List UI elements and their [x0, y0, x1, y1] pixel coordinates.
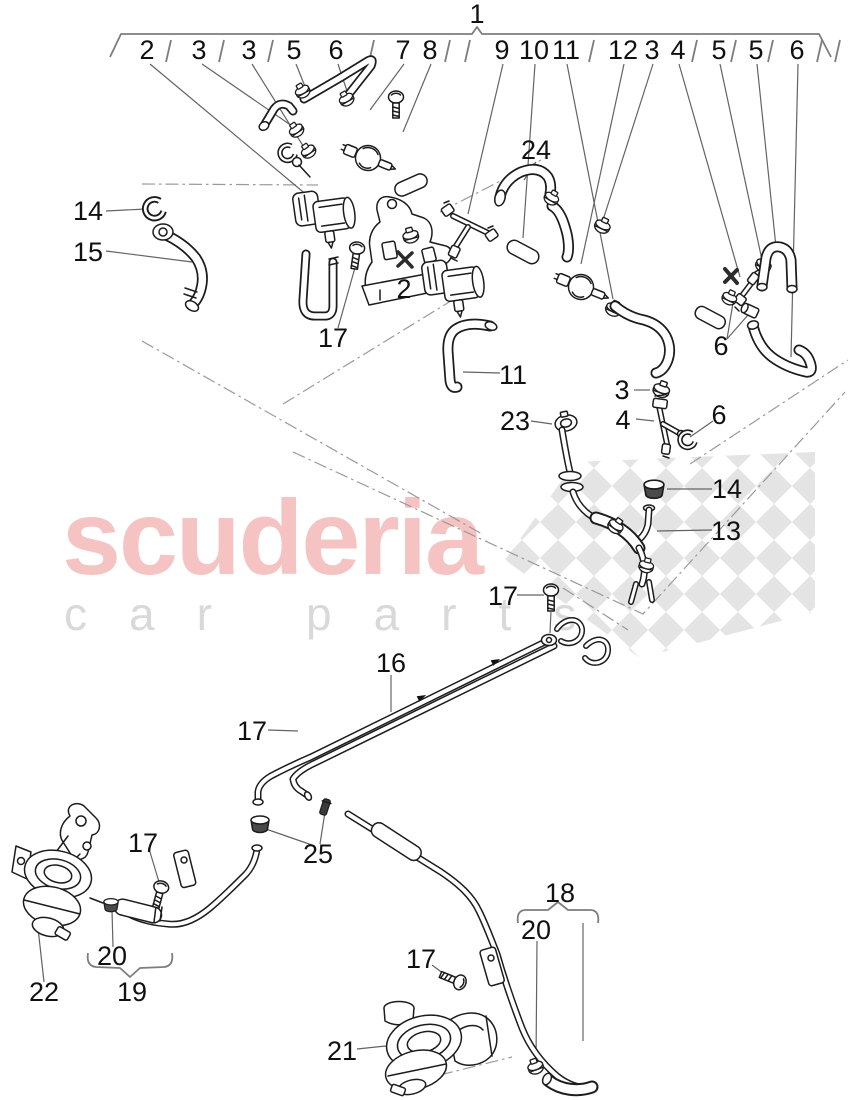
- top-number: 9: [494, 35, 509, 65]
- turbo-actuator-22: [11, 802, 104, 941]
- retaining-clip-14: [143, 198, 165, 221]
- callout-15: 15: [73, 237, 103, 267]
- callout-22: 22: [29, 977, 59, 1007]
- callout-4-right: 4: [615, 405, 630, 435]
- clamp-3: [650, 378, 673, 401]
- hose-sleeve: [394, 173, 428, 197]
- assembly-label-1: 1: [469, 0, 484, 29]
- hose-right-center: [609, 300, 676, 379]
- top-number: 3: [191, 35, 206, 65]
- callout-17-mid: 17: [488, 581, 518, 611]
- callout-17-bl: 17: [128, 828, 158, 858]
- hose-upper-right: [756, 241, 798, 294]
- hose-15: [152, 223, 208, 312]
- retaining-ring-23: [554, 410, 578, 432]
- t-connector-4: [652, 394, 686, 459]
- hose-lower-right: [746, 320, 817, 378]
- check-valve: [336, 135, 401, 182]
- clip-20: [103, 897, 119, 913]
- callout-16: 16: [376, 648, 406, 678]
- top-number: 5: [748, 35, 763, 65]
- callout-21: 21: [327, 1036, 357, 1066]
- watermark-brand: scuderia: [62, 479, 485, 597]
- callout-17-top: 17: [318, 323, 348, 353]
- callout-24: 24: [521, 135, 551, 165]
- top-number: 2: [139, 35, 154, 65]
- vacuum-pipe-19: [113, 844, 263, 928]
- callout-2: 2: [396, 274, 411, 304]
- callout-25: 25: [303, 839, 333, 869]
- top-number: 12: [608, 35, 638, 65]
- vacuum-pipe-16: [252, 617, 611, 806]
- top-number: 5: [286, 35, 301, 65]
- watermark-word-parts: parts: [306, 588, 618, 640]
- check-valve-12: [549, 264, 614, 311]
- solenoid-valve-a: [291, 184, 360, 254]
- callout-18: 18: [545, 878, 575, 908]
- top-number: 6: [789, 35, 804, 65]
- bolt-8: [387, 90, 405, 119]
- watermark-word-car: car: [64, 588, 254, 640]
- turbo-actuator-21: [383, 1000, 498, 1097]
- top-number: 4: [670, 35, 685, 65]
- clamp-6: [719, 287, 740, 308]
- vacuum-pipe-18: [344, 810, 599, 1097]
- callout-14-right: 14: [712, 474, 742, 504]
- spring-clip: [723, 267, 739, 285]
- callout-11: 11: [499, 360, 527, 390]
- callout-14-left: 14: [73, 196, 103, 226]
- parts-artwork: [11, 55, 817, 1097]
- small-bolt: [291, 156, 311, 178]
- screw-17-bottom: [436, 966, 470, 993]
- callout-19: 19: [117, 977, 147, 1007]
- hose-under-valve-a: [298, 249, 339, 321]
- elbow-connector: [258, 99, 298, 132]
- hose-sleeve: [694, 305, 727, 330]
- top-number: 7: [395, 35, 410, 65]
- top-number: 6: [328, 35, 343, 65]
- callout-20-right: 20: [521, 915, 551, 945]
- top-number: 5: [711, 35, 726, 65]
- clamp-3: [591, 214, 614, 237]
- retaining-clip-6: [678, 431, 696, 449]
- grommet-25: [250, 815, 270, 834]
- hose-24: [493, 163, 574, 263]
- assembly-group-bracket: [109, 26, 841, 63]
- callout-3-right: 3: [614, 375, 629, 405]
- callout-labels: 1 2 3 3 5 6 7 8 9 10 11 12 3 4 5 5 6 14 …: [29, 0, 805, 1066]
- t-connector-9: [440, 200, 499, 262]
- top-number: 10: [519, 35, 549, 65]
- grommet-14: [643, 479, 665, 500]
- callout-17-left: 17: [237, 716, 267, 746]
- top-number: 11: [552, 35, 580, 65]
- callout-13: 13: [711, 516, 741, 546]
- leader-lines: [37, 63, 799, 1063]
- hose-7: [299, 55, 377, 104]
- pin-25: [319, 798, 332, 816]
- barrel-connector-6: [740, 302, 760, 319]
- callout-6-lower: 6: [711, 400, 726, 430]
- hose-11: [442, 318, 498, 393]
- screw-17-pipe19: [147, 878, 171, 911]
- callout-20-left: 20: [97, 941, 127, 971]
- screw-17-top: [346, 240, 367, 271]
- t-connector-right: [733, 268, 761, 312]
- top-number: 3: [241, 35, 256, 65]
- top-number: 8: [422, 35, 437, 65]
- hose-segment-10: [506, 239, 540, 265]
- callout-17-bc: 17: [406, 944, 436, 974]
- solenoid-valve-2: [420, 253, 489, 323]
- callout-23: 23: [500, 406, 530, 436]
- spring-clip: [396, 250, 414, 269]
- top-number: 3: [644, 35, 659, 65]
- callout-6-upper: 6: [713, 331, 728, 361]
